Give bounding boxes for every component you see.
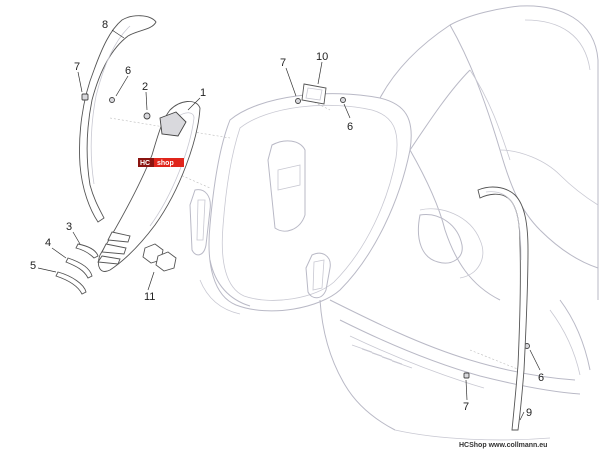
part-1-horn-cover [97, 101, 201, 272]
callout-1: 1 [200, 87, 206, 99]
callout-5: 5 [30, 260, 36, 272]
badge-right-text: shop [157, 160, 174, 167]
screw-icon [109, 97, 530, 379]
leader-lines [37, 29, 541, 421]
callout-2: 2 [142, 81, 148, 93]
part-3-trim [75, 243, 99, 259]
callout-6-top-left: 6 [125, 65, 131, 77]
callout-11: 11 [144, 291, 155, 303]
footer-credit: HCShop www.collmann.eu [459, 442, 547, 449]
callout-8: 8 [102, 19, 108, 31]
callout-7-bottom: 7 [463, 401, 469, 413]
footer-site: www.collmann.eu [488, 442, 548, 449]
part-9-trim-strip-right [477, 186, 529, 431]
callout-9: 9 [526, 407, 532, 419]
footer-text: HCShop www.collmann.eu [459, 442, 547, 449]
part-5-trim [55, 271, 87, 295]
callout-7-top-center: 7 [280, 57, 286, 69]
part-8-trim-strip-left [79, 15, 157, 223]
hcshop-watermark-badge: HC shop [138, 158, 184, 167]
badge-left-text: HC [140, 160, 150, 167]
footer-brand: HCShop [459, 442, 487, 449]
scooter-body-outline [109, 5, 599, 441]
callout-6-top-center: 6 [347, 121, 353, 133]
part-10-emblem [301, 83, 327, 105]
callout-6-bottom-right: 6 [538, 372, 544, 384]
clip-icon [81, 93, 89, 101]
nut-icon [142, 243, 177, 272]
callout-10: 10 [316, 51, 328, 63]
callout-7-top-left: 7 [74, 61, 80, 73]
callout-4: 4 [45, 237, 51, 249]
callout-labels: 8 7 6 2 1 3 4 5 11 7 10 6 6 7 9 [30, 19, 544, 419]
callout-3: 3 [66, 221, 72, 233]
badge-right-box [154, 158, 184, 167]
badge-left-box [138, 158, 154, 167]
part-4-trim [65, 257, 93, 279]
